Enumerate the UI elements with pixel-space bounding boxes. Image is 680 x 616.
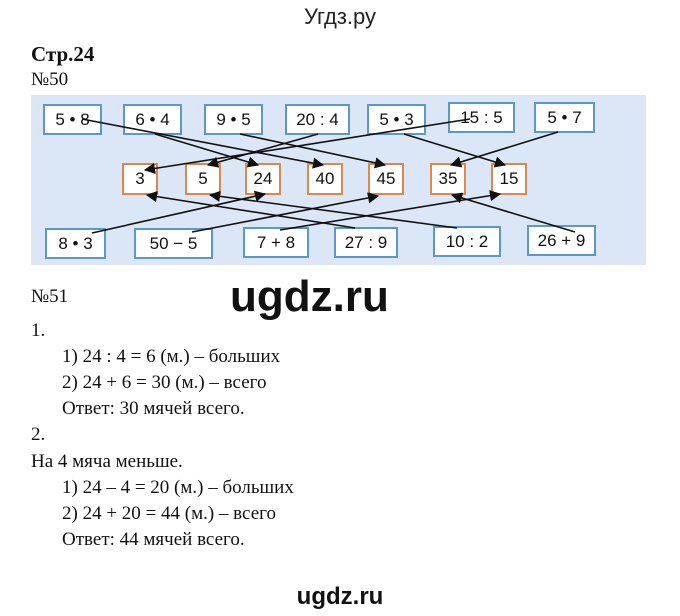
bottom-expression-box: 8 • 3 [45, 228, 106, 259]
bottom-expression-box: 10 : 2 [433, 226, 501, 257]
solution-step: 1) 24 : 4 = 6 (м.) – больших [62, 346, 281, 367]
answer-box: 24 [245, 163, 281, 195]
bottom-expression-box: 27 : 9 [334, 227, 398, 258]
answer-line: Ответ: 44 мячей всего. [62, 529, 245, 550]
answer-box: 3 [122, 163, 158, 195]
answer-box: 45 [368, 163, 404, 195]
solution-step: 1) 24 – 4 = 20 (м.) – больших [62, 477, 294, 498]
exercise-50-label: №50 [31, 69, 69, 90]
footer-site-link[interactable]: ugdz.ru [296, 583, 384, 610]
top-expression-box: 5 • 3 [367, 104, 426, 135]
answer-box: 15 [491, 163, 527, 195]
answer-box: 5 [185, 163, 221, 195]
answer-line: Ответ: 30 мячей всего. [62, 398, 245, 419]
bottom-expression-box: 7 + 8 [243, 227, 309, 258]
top-expression-box: 9 • 5 [204, 104, 263, 135]
top-expression-box: 20 : 4 [285, 104, 350, 135]
part-2-intro: На 4 мяча меньше. [31, 451, 183, 472]
answer-box: 40 [307, 163, 343, 195]
top-expression-box: 5 • 7 [534, 102, 595, 133]
page-label: Стр.24 [31, 42, 95, 66]
solution-step: 2) 24 + 20 = 44 (м.) – всего [62, 503, 276, 524]
site-title[interactable]: Угдз.ру [303, 4, 377, 29]
solution-step: 2) 24 + 6 = 30 (м.) – всего [62, 372, 267, 393]
watermark-text: ugdz.ru [230, 272, 389, 321]
top-expression-box: 6 • 4 [123, 104, 182, 135]
bottom-expression-box: 50 − 5 [134, 228, 213, 259]
part-1-number: 1. [31, 320, 46, 341]
bottom-expression-box: 26 + 9 [527, 225, 596, 256]
answer-box: 35 [430, 163, 466, 195]
part-2-number: 2. [31, 424, 46, 445]
top-expression-box: 15 : 5 [448, 102, 515, 133]
top-expression-box: 5 • 8 [43, 104, 102, 135]
exercise-51-label: №51 [31, 286, 69, 307]
